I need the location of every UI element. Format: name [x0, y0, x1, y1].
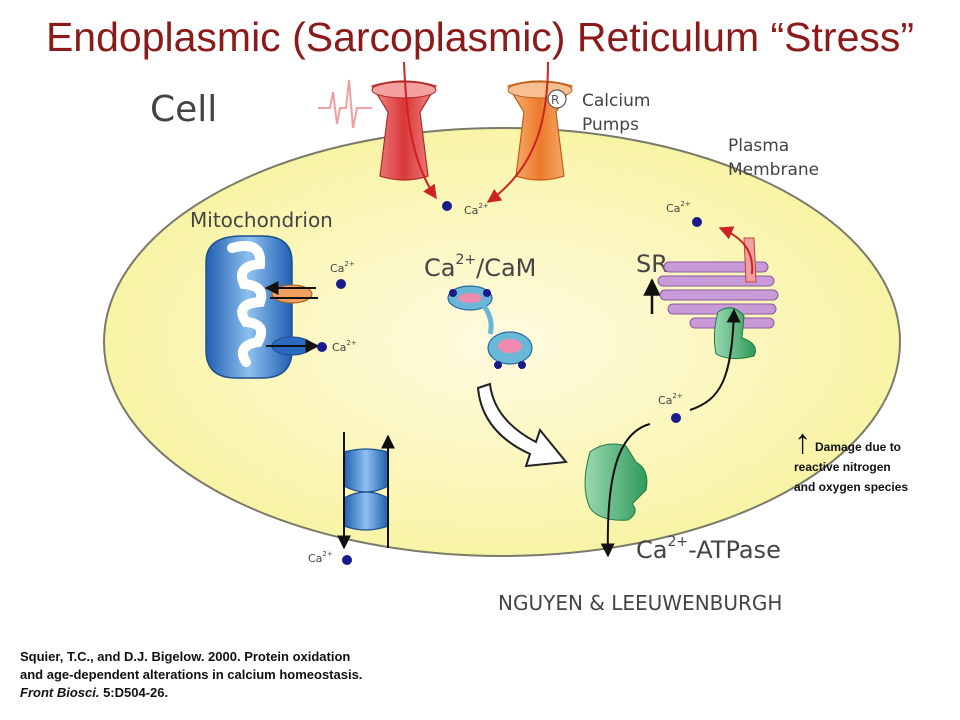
authors-credit: NGUYEN & LEEUWENBURGH	[498, 591, 782, 615]
citation-ref: 5:D504-26.	[99, 685, 169, 700]
atpase-efflux-arrow	[600, 423, 651, 558]
slide-title: Endoplasmic (Sarcoplasmic) Reticulum “St…	[45, 14, 915, 60]
calcium-ion-dot	[692, 217, 702, 227]
activation-arrow	[476, 382, 568, 468]
ca-cam-label: Ca2+/CaM	[424, 252, 536, 282]
atpase-label: Ca2+-ATPase	[636, 534, 781, 564]
calcium-ion-dot	[494, 361, 502, 369]
calcium-ion-dot	[317, 342, 327, 352]
sodium-calcium-exchanger	[343, 448, 389, 531]
action-potential-squiggle	[318, 79, 372, 129]
mitochondrion	[205, 235, 293, 379]
pump-arrow-orange	[486, 61, 549, 203]
calcium-ion-dot	[671, 413, 681, 423]
calcium-ion-label: Ca2+	[332, 339, 357, 354]
calcium-ion-label: Ca2+	[464, 202, 489, 217]
sarcoplasmic-reticulum	[657, 261, 779, 329]
receptor-symbol: R	[551, 93, 559, 107]
citation-line1: Squier, T.C., and D.J. Bigelow. 2000. Pr…	[20, 649, 351, 664]
damage-note-line1: Damage due to	[815, 440, 902, 454]
calcium-ion-dot	[449, 289, 457, 297]
channel-influx-arrow-red	[403, 61, 437, 200]
damage-note-line2: reactive nitrogen	[794, 460, 891, 474]
calcium-ion-label: Ca2+	[330, 260, 355, 275]
calcium-ion-dot	[342, 555, 352, 565]
ryanodine-receptor	[743, 237, 757, 283]
calcium-ion-label: Ca2+	[308, 550, 333, 565]
damage-note: ↑ Damage due to reactive nitrogen and oxy…	[794, 425, 960, 497]
calcium-channel-red	[371, 80, 437, 181]
calcium-ion-dot	[483, 289, 491, 297]
calcium-ion-label: Ca2+	[658, 392, 683, 407]
calcium-ion-dot	[442, 201, 452, 211]
citation-line2: and age-dependent alterations in calcium…	[20, 667, 363, 682]
calcium-ion-dot	[518, 361, 526, 369]
calmodulin-complex	[447, 285, 533, 365]
calcium-ion-label: Ca2+	[666, 200, 691, 215]
plasma-membrane-label-line2: Membrane	[728, 160, 819, 180]
calcium-pumps-label-line2: Pumps	[582, 115, 639, 135]
damage-note-line3: and oxygen species	[794, 480, 909, 494]
serca-uptake-arrow	[689, 308, 741, 411]
plasma-membrane-label-line1: Plasma	[728, 136, 789, 156]
citation: Squier, T.C., and D.J. Bigelow. 2000. Pr…	[20, 648, 362, 702]
calcium-pumps-label-line1: Calcium	[582, 91, 650, 111]
sr-label: SR	[636, 250, 668, 278]
cell-label: Cell	[150, 89, 217, 130]
receptor-icon	[547, 89, 567, 109]
increase-arrow-icon: ↑	[794, 423, 811, 461]
mitochondrion-label: Mitochondrion	[190, 208, 333, 232]
citation-journal: Front Biosci.	[20, 685, 100, 700]
calcium-ion-dot	[336, 279, 346, 289]
sr-release-arrow	[718, 226, 754, 275]
